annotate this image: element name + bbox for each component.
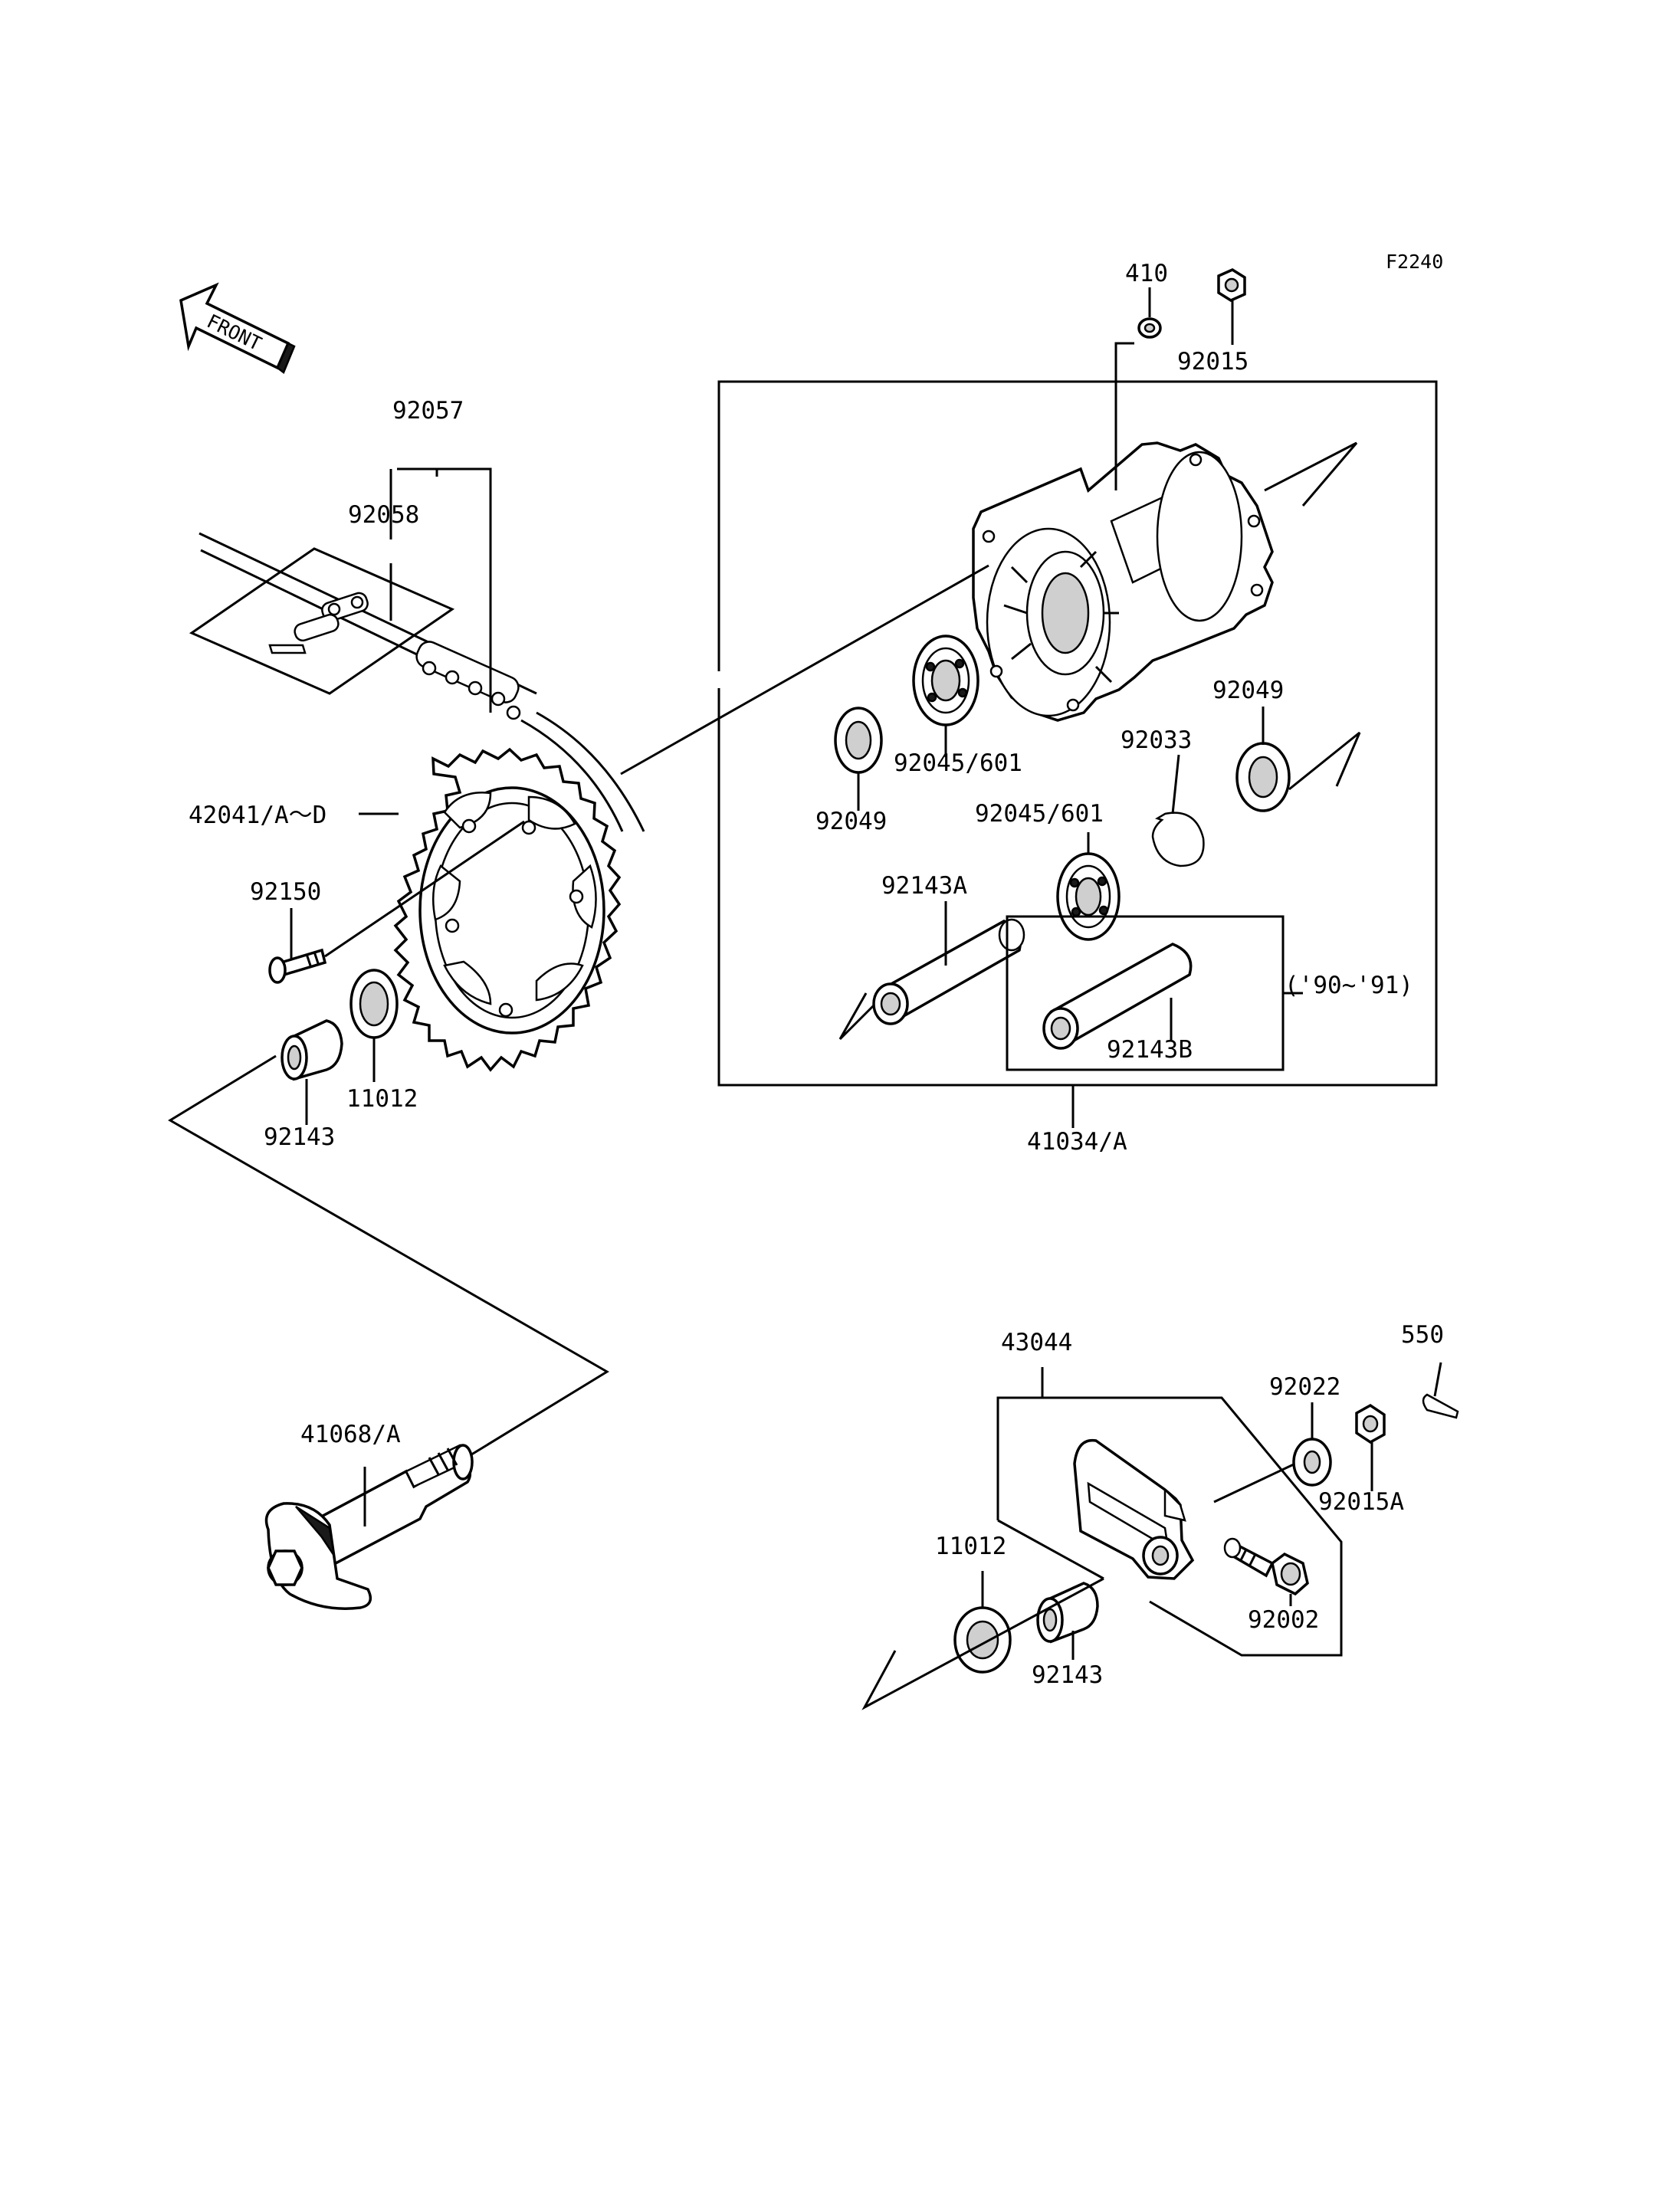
- part-label-92058: 92058: [348, 501, 419, 529]
- part-label-41068: 41068/A: [300, 1421, 401, 1448]
- part-label-92045-top: 92045/601: [894, 749, 1022, 777]
- part-label-92143-left: 92143: [264, 1123, 335, 1151]
- part-label-42041: 42041/A～D: [189, 802, 326, 829]
- part-label-92015A: 92015A: [1318, 1488, 1404, 1516]
- part-label-92049-left: 92049: [815, 808, 887, 835]
- part-label-410: 410: [1125, 260, 1168, 287]
- grease-seal-right: [1235, 742, 1291, 812]
- part-label-92015: 92015: [1177, 348, 1249, 375]
- part-label-92022: 92022: [1269, 1373, 1340, 1401]
- part-label-11012-right: 11012: [935, 1533, 1006, 1560]
- rear-axle: [264, 1444, 474, 1610]
- part-label-92045-mid: 92045/601: [975, 800, 1104, 828]
- part-label-92057: 92057: [392, 397, 464, 425]
- nut-92015A: [1355, 1403, 1386, 1444]
- part-label-92143A: 92143A: [881, 872, 967, 900]
- grease-seal-left: [834, 707, 883, 774]
- part-label-92049-right: 92049: [1212, 677, 1284, 704]
- washer-410: [1137, 317, 1162, 339]
- front-arrow-icon: FRONT: [179, 282, 296, 374]
- circlip-92033: [1151, 812, 1205, 867]
- bearing-top: [912, 635, 979, 726]
- part-label-550: 550: [1401, 1321, 1444, 1349]
- part-label-92143-right: 92143: [1032, 1661, 1103, 1689]
- part-label-years: ('90~'91): [1285, 972, 1413, 999]
- part-label-43044: 43044: [1001, 1329, 1072, 1356]
- part-label-92143B: 92143B: [1107, 1036, 1193, 1064]
- cotter-pin-550: [1422, 1393, 1459, 1419]
- oil-seal-left: [349, 969, 399, 1039]
- rear-sprocket: [393, 747, 622, 1072]
- rear-hub: [972, 441, 1274, 722]
- nut-92015: [1217, 268, 1246, 302]
- part-label-41034: 41034/A: [1027, 1128, 1127, 1156]
- collar-left: [281, 1019, 343, 1081]
- master-link-parts: [268, 592, 369, 654]
- bolt-92002: [1223, 1537, 1309, 1596]
- part-label-92002: 92002: [1248, 1606, 1319, 1634]
- master-link-box: [189, 547, 455, 695]
- collar-right: [1036, 1582, 1099, 1644]
- bearing-mid: [1056, 852, 1121, 941]
- chain-links: [415, 641, 521, 720]
- caliper-bracket: [1073, 1438, 1195, 1580]
- spacer-92143A: [872, 918, 1025, 1025]
- spacer-92143B: [1042, 943, 1193, 1050]
- oil-seal-right: [953, 1606, 1012, 1674]
- part-label-92033: 92033: [1121, 726, 1192, 754]
- caliper-bracket-box: [996, 1396, 1343, 1657]
- sprocket-bolt: [268, 948, 327, 984]
- washer-92022: [1292, 1438, 1332, 1487]
- hub-kit-box: [717, 380, 1438, 1087]
- part-label-11012-left: 11012: [346, 1085, 418, 1113]
- figure-code: F2240: [1386, 251, 1443, 273]
- part-label-92150: 92150: [250, 878, 321, 906]
